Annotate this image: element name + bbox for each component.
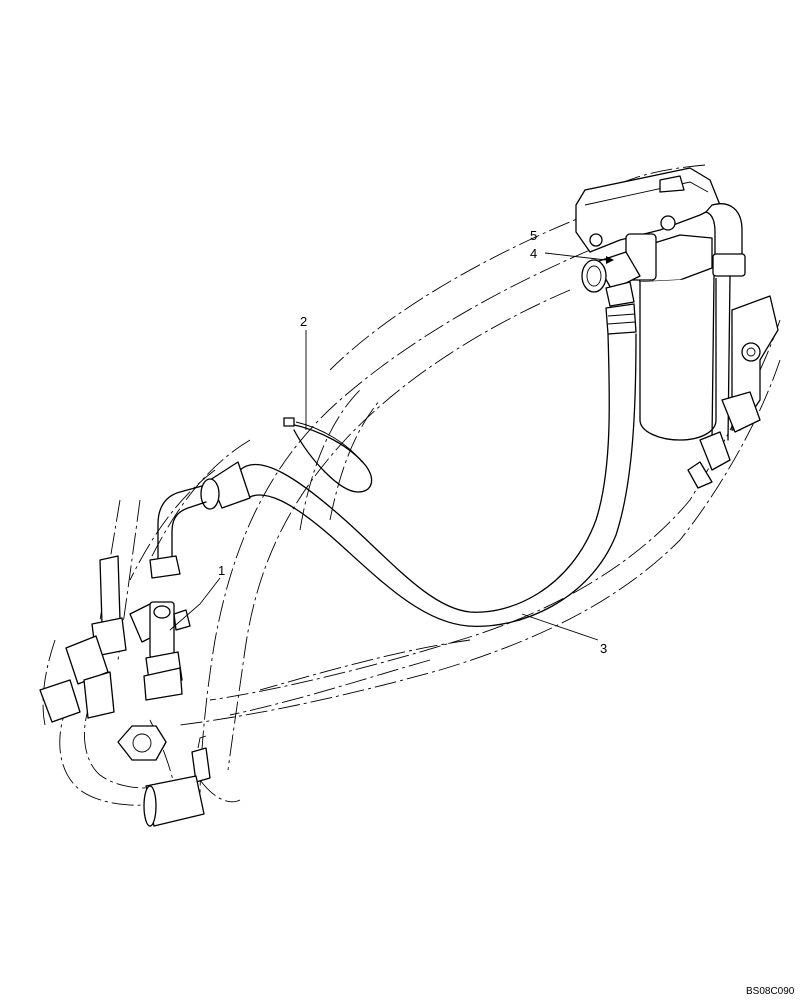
filter-assembly [575, 167, 779, 489]
phantom-frame [42, 164, 781, 816]
callout-3: 3 [600, 641, 607, 656]
callout-2: 2 [300, 314, 307, 329]
callout-5: 5 [530, 228, 537, 243]
callout-4: 4 [530, 246, 537, 261]
callout-1: 1 [218, 563, 225, 578]
left-components [39, 555, 211, 827]
cable-tie-item-2 [283, 417, 373, 493]
reference-code: BS08C090 [746, 986, 795, 997]
leader-lines [169, 252, 614, 641]
hose-item-3 [149, 333, 637, 627]
tee-fitting-item-1 [129, 601, 191, 701]
